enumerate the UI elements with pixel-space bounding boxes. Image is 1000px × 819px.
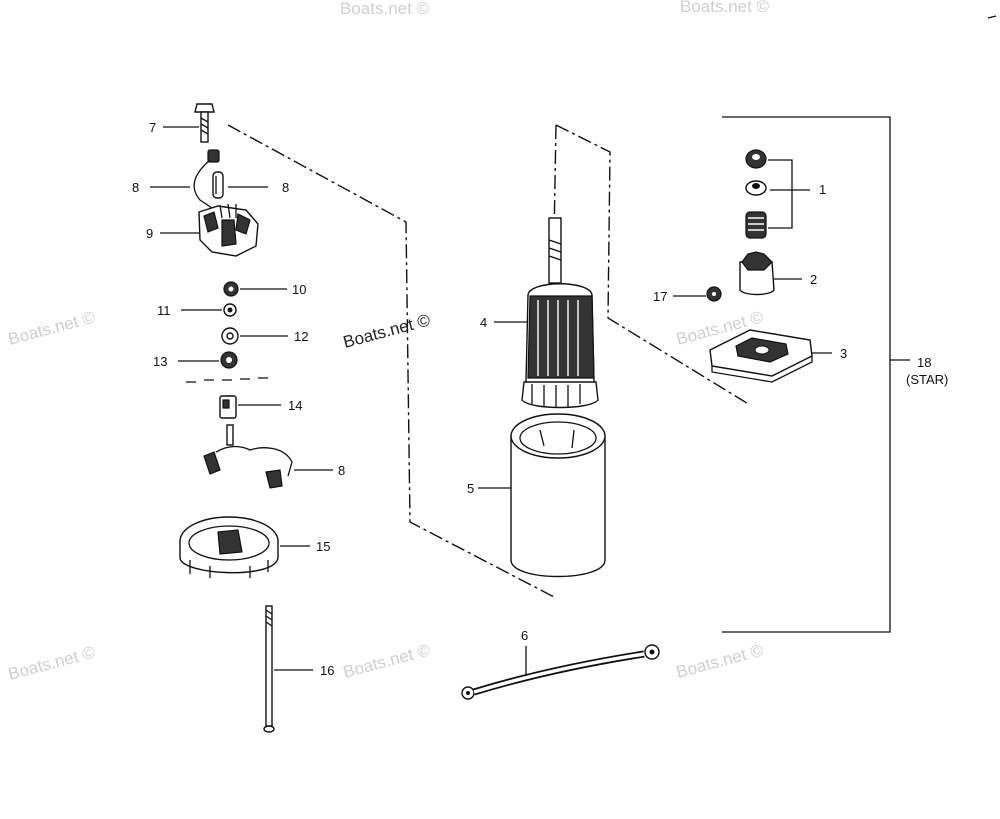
part-14-terminal <box>219 395 281 419</box>
callout-4: 4 <box>480 315 487 330</box>
star-bracket <box>722 116 910 633</box>
part-9-brush-holder <box>160 203 259 257</box>
callout-17: 17 <box>653 289 667 304</box>
insulator-strip <box>186 377 268 383</box>
callout-8: 8 <box>282 180 289 195</box>
callout-10: 10 <box>292 282 306 297</box>
callout-11: 11 <box>157 303 171 318</box>
watermark-dark: Boats.net © <box>341 310 432 352</box>
part-13-nut <box>178 351 238 369</box>
watermark: Boats.net © <box>674 640 765 682</box>
callouts: 7 8 8 9 10 11 12 13 14 8 15 16 4 5 6 1 2… <box>132 120 948 678</box>
callout-14: 14 <box>288 398 302 413</box>
watermarks: Boats.net © Boats.net © Boats.net © Boat… <box>6 0 769 684</box>
callout-8: 8 <box>132 180 139 195</box>
part-8-brush-top <box>150 149 268 209</box>
corner-mark <box>987 15 997 19</box>
part-3-end-plate <box>709 329 832 383</box>
callout-18-star: (STAR) <box>906 372 948 387</box>
callout-9: 9 <box>146 226 153 241</box>
part-15-end-frame <box>179 516 310 578</box>
callout-13: 13 <box>153 354 167 369</box>
callout-12: 12 <box>294 329 308 344</box>
assembly-guide-lines <box>227 124 751 599</box>
part-17-nut <box>673 286 722 302</box>
guide-line-left <box>227 124 557 599</box>
guide-line-right <box>555 124 751 406</box>
callout-6: 6 <box>521 628 528 643</box>
watermark: Boats.net © <box>341 640 432 682</box>
callout-3: 3 <box>840 346 847 361</box>
part-4-armature <box>494 217 599 409</box>
watermark: Boats.net © <box>340 0 430 18</box>
watermark: Boats.net © <box>680 0 770 16</box>
bracket-line <box>722 116 891 633</box>
part-8-brush-lead-bottom <box>203 424 333 489</box>
callout-8: 8 <box>338 463 345 478</box>
callout-1: 1 <box>819 182 826 197</box>
watermark: Boats.net © <box>6 642 97 684</box>
callout-16: 16 <box>320 663 334 678</box>
callout-2: 2 <box>810 272 817 287</box>
callout-18: 18 <box>917 355 931 370</box>
part-6-cable <box>461 644 660 700</box>
watermark: Boats.net © <box>6 307 97 349</box>
part-1-drive-assembly <box>745 149 810 239</box>
part-11-washer <box>181 303 237 317</box>
callout-7: 7 <box>149 120 156 135</box>
part-7-bolt <box>163 103 215 143</box>
part-10-nut <box>223 281 287 297</box>
callout-5: 5 <box>467 481 474 496</box>
part-12-washer <box>221 327 288 345</box>
part-16-through-bolt <box>263 605 313 733</box>
callout-15: 15 <box>316 539 330 554</box>
part-5-field-frame <box>478 413 606 578</box>
part-2-pinion <box>739 251 802 296</box>
